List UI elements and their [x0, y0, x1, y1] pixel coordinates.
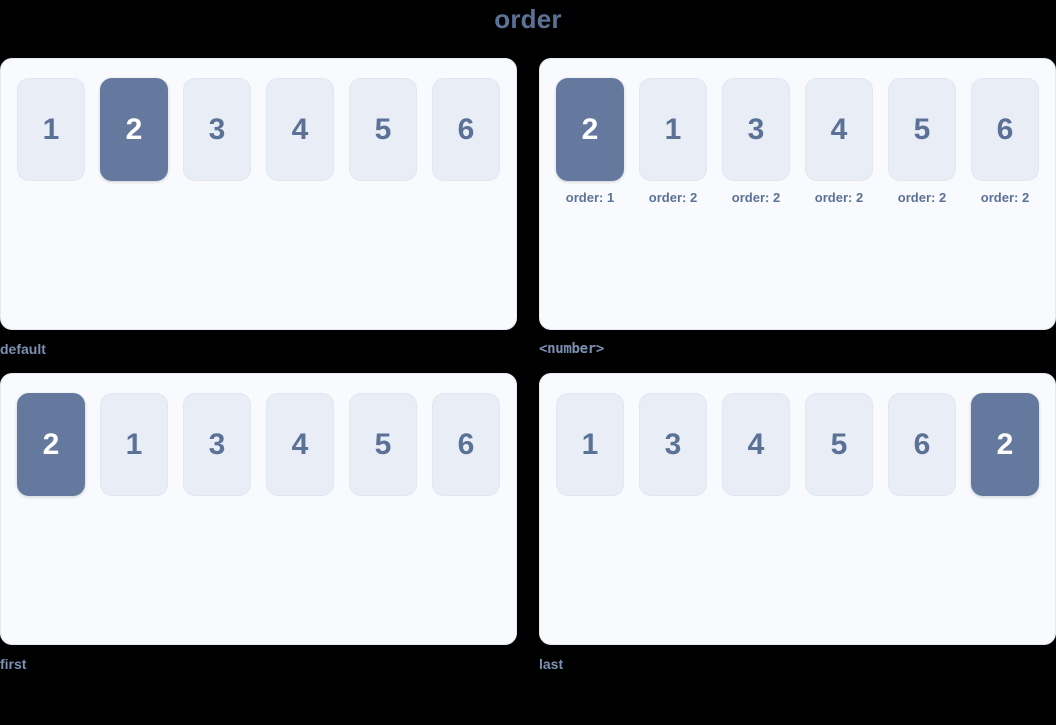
- order-box[interactable]: 3: [722, 78, 790, 181]
- order-item: 1: [556, 393, 624, 496]
- flex-track: 2 order: 1 1 order: 2 3 order: 2 4 order: 2 5 ord…: [556, 78, 1039, 205]
- order-box[interactable]: 3: [639, 393, 707, 496]
- order-value-note: order: 2: [648, 190, 698, 205]
- order-box[interactable]: 5: [888, 78, 956, 181]
- order-item: 6 order: 2: [971, 78, 1039, 205]
- order-panel-number: 2 order: 1 1 order: 2 3 order: 2 4 order: 2 5 ord…: [539, 58, 1056, 330]
- order-item: 6: [432, 78, 500, 181]
- order-item: 4: [266, 78, 334, 181]
- order-box[interactable]: 6: [432, 78, 500, 181]
- order-item: 2 order: 1: [556, 78, 624, 205]
- order-item: 1: [17, 78, 85, 181]
- order-item: 2: [17, 393, 85, 496]
- order-item: 3: [639, 393, 707, 496]
- order-value-note: order: 2: [814, 190, 864, 205]
- order-value-note: order: 2: [980, 190, 1030, 205]
- order-box[interactable]: 4: [805, 78, 873, 181]
- order-item: 4: [266, 393, 334, 496]
- order-value-note: order: 1: [565, 190, 615, 205]
- order-item: 6: [432, 393, 500, 496]
- order-box[interactable]: 5: [805, 393, 873, 496]
- order-box[interactable]: 5: [349, 393, 417, 496]
- order-item: 5: [349, 78, 417, 181]
- panel-label-default: default: [0, 341, 46, 357]
- order-item: 5: [805, 393, 873, 496]
- order-box[interactable]: 1: [556, 393, 624, 496]
- order-box[interactable]: 3: [183, 78, 251, 181]
- order-box[interactable]: 4: [266, 78, 334, 181]
- order-item: 2: [971, 393, 1039, 496]
- order-box[interactable]: 6: [888, 393, 956, 496]
- order-item: 5: [349, 393, 417, 496]
- order-box[interactable]: 1: [100, 393, 168, 496]
- order-box[interactable]: 6: [432, 393, 500, 496]
- order-box-highlighted[interactable]: 2: [971, 393, 1039, 496]
- order-box[interactable]: 4: [722, 393, 790, 496]
- panel-label-number: <number>: [539, 341, 605, 357]
- order-box[interactable]: 4: [266, 393, 334, 496]
- order-item: 2: [100, 78, 168, 181]
- order-item: 3 order: 2: [722, 78, 790, 205]
- order-item: 4: [722, 393, 790, 496]
- order-item: 3: [183, 393, 251, 496]
- order-box[interactable]: 6: [971, 78, 1039, 181]
- order-item: 4 order: 2: [805, 78, 873, 205]
- order-box-highlighted[interactable]: 2: [100, 78, 168, 181]
- order-item: 5 order: 2: [888, 78, 956, 205]
- panel-label-first: first: [0, 656, 27, 672]
- order-value-note: order: 2: [731, 190, 781, 205]
- demo-cell-number: 2 order: 1 1 order: 2 3 order: 2 4 order: 2 5 ord…: [539, 58, 1056, 357]
- order-box[interactable]: 5: [349, 78, 417, 181]
- order-item: 6: [888, 393, 956, 496]
- order-box-highlighted[interactable]: 2: [556, 78, 624, 181]
- order-box[interactable]: 1: [639, 78, 707, 181]
- order-value-note: order: 2: [897, 190, 947, 205]
- order-item: 1: [100, 393, 168, 496]
- order-item: 3: [183, 78, 251, 181]
- order-box[interactable]: 1: [17, 78, 85, 181]
- order-box[interactable]: 3: [183, 393, 251, 496]
- order-box-highlighted[interactable]: 2: [17, 393, 85, 496]
- panel-label-last: last: [539, 656, 564, 672]
- order-item: 1 order: 2: [639, 78, 707, 205]
- page-title: order: [494, 4, 562, 34]
